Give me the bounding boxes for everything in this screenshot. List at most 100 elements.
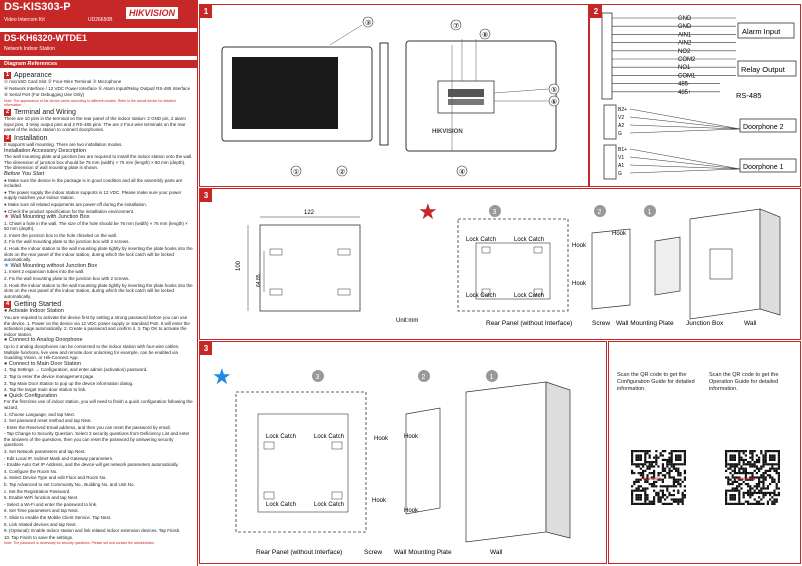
callout-5: ⑤ xyxy=(548,83,560,95)
quick-config-step: 8. Link related devices and tap Next. xyxy=(4,521,77,527)
panel-number: 2 xyxy=(590,5,602,18)
svg-text:①: ① xyxy=(293,168,299,176)
unit-label: Unit:mm xyxy=(396,318,418,324)
doorphone-title: Connect to Analog Doorphone xyxy=(4,338,193,344)
qr-brand-left: HIKVISION xyxy=(641,476,662,481)
qr-operation-text: Scan the QR code to get the Operation Gu… xyxy=(709,372,779,392)
quick-config-step: - Tap Change to Security Question. Selec… xyxy=(4,431,190,448)
before-item: Make sure the device in the package is i… xyxy=(4,178,193,189)
doorphone-wire xyxy=(629,148,741,170)
doc-code: UD26650B xyxy=(88,17,113,23)
hook-label: Hook xyxy=(572,243,587,249)
mounting-plate-3d xyxy=(405,407,441,515)
caption-mounting-plate: Wall Mounting Plate xyxy=(394,549,452,556)
station-header: DS-KH6320-WTDE1 Network Indoor Station xyxy=(0,32,197,56)
star-icon: ★ xyxy=(418,199,438,224)
junction-step: 3. Fix the wall mounting plate to the ju… xyxy=(4,239,130,245)
rear-terminal-area xyxy=(437,80,495,114)
wall-install-figure: ★ 3 2 1 Lock Catch Lock Catch Lock Catch… xyxy=(212,364,571,556)
accessory-title: Installation Accessory Description xyxy=(4,147,86,154)
dim-height: 100 xyxy=(236,260,242,271)
terminal-pin-label: NO1 xyxy=(678,65,691,71)
doorphone-pin-label: B2+ xyxy=(618,107,627,113)
quick-title: Quick Configuration xyxy=(4,393,193,400)
svg-text:1: 1 xyxy=(648,209,652,216)
callout-6: ⑥ xyxy=(548,95,560,107)
callout-1: ① xyxy=(290,165,302,177)
quick-config-step: For the first-time use of indoor station… xyxy=(4,399,193,410)
hook-label: Hook xyxy=(372,498,387,504)
quick-config-step: - Select a Wi-Fi and enter the password … xyxy=(4,501,98,507)
quick-config-step: - Enable Auto Get IP Address, and the de… xyxy=(4,462,179,468)
kit-header: DS-KIS303-P Video Intercom Kit UD26650B … xyxy=(0,0,197,28)
dim-width: 122 xyxy=(304,210,315,216)
junction-step: 1. Chisel a hole in the wall. The size o… xyxy=(4,220,188,232)
caption-rear-panel: Rear Panel (without Interface) xyxy=(486,320,572,327)
appearance-note: Note: The appearance of the device varie… xyxy=(4,98,176,107)
junction-install-figure: 122 100 64.85 Unit:mm ★ 3 2 1 Lock Catch… xyxy=(236,199,781,327)
caption-rear-panel: Rear Panel (without Interface) xyxy=(256,549,342,556)
quick-config-step: 6. Set Time parameters and tap Next. xyxy=(4,508,79,514)
door-station-step: 2. Tap to enter the device management pa… xyxy=(4,373,95,379)
wall-side xyxy=(545,381,571,539)
before-item: The power supply the indoor station supp… xyxy=(4,190,193,201)
section-number: 4 xyxy=(4,301,11,309)
section-title: Appearance xyxy=(14,71,52,79)
quick-config-step: - Edit Local IP, Subnet Mask and Gateway… xyxy=(4,455,114,461)
quick-config-step: 4. Configure the Room No. xyxy=(4,468,58,474)
qr-code-operation[interactable] xyxy=(723,448,782,507)
quick-config-step: 3. Set Network parameters and tap Next. xyxy=(4,449,86,455)
qr-code-configuration[interactable] xyxy=(629,448,688,507)
side-view xyxy=(379,42,389,146)
without-step: 2. Fix the wall mounting plate to the ju… xyxy=(4,276,130,282)
quick-config-step: c. Set the Registration Password. xyxy=(4,488,71,494)
station-model: DS-KH6320-WTDE1 xyxy=(4,33,88,43)
panel-wall-install: 3 ★ 3 2 1 Lock Catch Lock Catch Lock Cat… xyxy=(199,341,607,564)
rear-brand: HIKVISION xyxy=(432,129,463,135)
doorphone-wire xyxy=(629,164,741,170)
step-badge-3: 3 xyxy=(489,205,501,217)
terminal-text: There are 10 pins in the terminal on the… xyxy=(4,116,186,133)
kit-model: DS-KIS303-P xyxy=(4,1,71,13)
terminal-block xyxy=(601,12,613,100)
qr-config-text: Scan the QR code to get the Configuratio… xyxy=(617,372,695,392)
lock-catch-label: Lock Catch xyxy=(466,293,496,299)
svg-text:④: ④ xyxy=(459,168,465,176)
hook-label: Hook xyxy=(404,508,419,514)
terminal-pin-label: COM2 xyxy=(678,57,696,63)
doorphone-wire xyxy=(629,108,741,130)
doorphone-pin-label: G xyxy=(618,131,622,137)
step-badge-1: 1 xyxy=(644,205,656,217)
svg-text:③: ③ xyxy=(365,19,371,27)
kit-subtitle: Video Intercom Kit xyxy=(4,17,45,23)
junction-step: 4. Hook the indoor station to the wall m… xyxy=(4,246,193,263)
before-title: Before You Start xyxy=(4,170,45,177)
callout-7: ⑦ xyxy=(450,19,462,31)
caption-screw: Screw xyxy=(592,320,610,327)
quick-config-step: 1. Choose Language, and tap Next. xyxy=(4,411,76,417)
svg-text:⑧: ⑧ xyxy=(482,31,488,39)
before-item: Check the product specification for the … xyxy=(4,209,193,215)
lock-catch-label: Lock Catch xyxy=(266,502,296,508)
doorphone-pin-label: G xyxy=(618,171,622,177)
front-screen xyxy=(232,57,338,129)
mounting-plate-3d xyxy=(591,228,631,310)
station-subtitle: Network Indoor Station xyxy=(4,46,55,52)
terminal-pin-label: NO2 xyxy=(678,49,691,55)
terminal-pin-label: GND xyxy=(678,16,692,22)
caption-wall: Wall xyxy=(744,320,757,327)
terminal-pin-label: 485- xyxy=(678,82,690,88)
junction-box xyxy=(654,236,681,296)
doorphone-wire xyxy=(629,124,741,130)
qr-brand-right: HIKVISION xyxy=(735,476,756,481)
dim-inner: 64.85 xyxy=(256,274,262,287)
activate-title: Activate Indoor Station xyxy=(4,309,193,315)
terminal-pin-label: COM1 xyxy=(678,73,696,79)
panel-number: 3 xyxy=(200,342,212,355)
terminal-pin-label: 485+ xyxy=(678,90,692,96)
door-station-step: 3. Tap Main Door Station to pop up the d… xyxy=(4,380,134,386)
hook-label: Hook xyxy=(374,436,389,442)
svg-text:⑤: ⑤ xyxy=(551,86,557,94)
lock-catch-label: Lock Catch xyxy=(466,237,496,243)
